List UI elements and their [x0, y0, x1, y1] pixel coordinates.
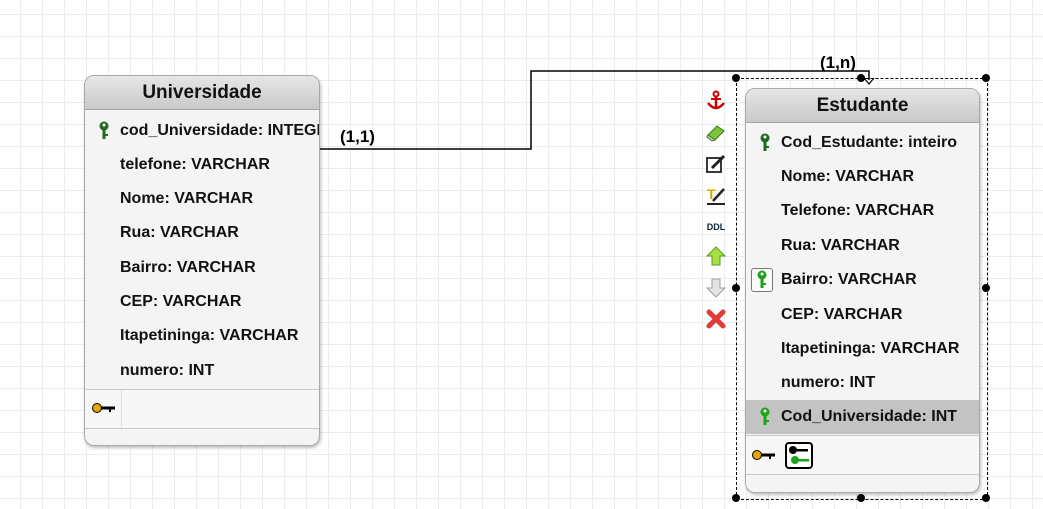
- field-label: CEP: VARCHAR: [120, 293, 242, 310]
- eraser-icon[interactable]: [705, 121, 727, 143]
- delete-icon[interactable]: [705, 308, 727, 330]
- field-label: Bairro: VARCHAR: [781, 271, 917, 288]
- field-label: CEP: VARCHAR: [781, 306, 903, 323]
- resize-handle[interactable]: [982, 284, 990, 292]
- field-row[interactable]: cod_Universidade: INTEGER: [85, 114, 319, 148]
- foreign-key-add-icon[interactable]: [785, 442, 813, 469]
- primary-key-icon: [99, 121, 109, 139]
- cardinality-target-label: (1,n): [820, 53, 856, 72]
- field-label: numero: INT: [120, 362, 215, 379]
- primary-key-icon: [760, 133, 770, 151]
- svg-text:T: T: [707, 186, 716, 202]
- field-label: Cod_Estudante: inteiro: [781, 134, 958, 151]
- field-row[interactable]: Cod_Estudante: inteiro: [746, 126, 979, 160]
- cardinality-source-label: (1,1): [340, 127, 375, 146]
- resize-handle[interactable]: [982, 74, 990, 82]
- field-label: Rua: VARCHAR: [120, 224, 239, 241]
- foreign-key-icon: [751, 268, 773, 292]
- entity-footer: [746, 435, 979, 475]
- field-label: Rua: VARCHAR: [781, 237, 900, 254]
- anchor-icon[interactable]: [705, 90, 727, 112]
- field-label: Itapetininga: VARCHAR: [781, 340, 960, 357]
- field-row[interactable]: numero: INT: [85, 354, 319, 388]
- ddl-icon[interactable]: DDL: [706, 222, 726, 232]
- field-row[interactable]: Itapetininga: VARCHAR: [85, 319, 319, 353]
- field-row[interactable]: Telefone: VARCHAR: [746, 194, 979, 228]
- field-row[interactable]: Nome: VARCHAR: [85, 182, 319, 216]
- field-label: Nome: VARCHAR: [781, 168, 915, 185]
- entity-universidade[interactable]: Universidade cod_Universidade: INTEGER t…: [84, 75, 320, 446]
- entity-estudante[interactable]: Estudante Cod_Estudante: inteiro Nome: V…: [745, 88, 980, 493]
- field-row[interactable]: Rua: VARCHAR: [746, 229, 979, 263]
- resize-handle[interactable]: [732, 74, 740, 82]
- field-row[interactable]: Bairro: VARCHAR: [85, 251, 319, 285]
- entity-title: Universidade: [85, 76, 319, 110]
- resize-handle[interactable]: [982, 494, 990, 502]
- field-row[interactable]: CEP: VARCHAR: [746, 298, 979, 332]
- field-label: Nome: VARCHAR: [120, 190, 254, 207]
- field-row[interactable]: Itapetininga: VARCHAR: [746, 332, 979, 366]
- resize-handle[interactable]: [857, 74, 865, 82]
- field-row[interactable]: Nome: VARCHAR: [746, 160, 979, 194]
- key-gold-icon[interactable]: [752, 448, 776, 462]
- field-label: Itapetininga: VARCHAR: [120, 327, 299, 344]
- resize-handle[interactable]: [732, 284, 740, 292]
- field-label: Bairro: VARCHAR: [120, 259, 256, 276]
- resize-handle[interactable]: [732, 494, 740, 502]
- field-row[interactable]: telefone: VARCHAR: [85, 148, 319, 182]
- entity-footer: [85, 389, 319, 429]
- field-label: telefone: VARCHAR: [120, 156, 270, 173]
- field-row[interactable]: Bairro: VARCHAR: [746, 263, 979, 297]
- edit-icon[interactable]: [705, 153, 727, 175]
- field-label: Cod_Universidade: INT: [781, 408, 958, 425]
- foreign-key-icon: [760, 407, 770, 425]
- field-row[interactable]: numero: INT: [746, 366, 979, 400]
- resize-handle[interactable]: [857, 494, 865, 502]
- field-label: Telefone: VARCHAR: [781, 202, 935, 219]
- field-row[interactable]: Rua: VARCHAR: [85, 216, 319, 250]
- rename-icon[interactable]: T: [705, 184, 727, 206]
- entity-title: Estudante: [746, 89, 979, 123]
- key-gold-icon[interactable]: [92, 401, 116, 415]
- field-label: numero: INT: [781, 374, 876, 391]
- move-up-icon[interactable]: [705, 245, 727, 267]
- field-row-selected[interactable]: Cod_Universidade: INT: [746, 400, 979, 434]
- field-row[interactable]: CEP: VARCHAR: [85, 285, 319, 319]
- move-down-icon[interactable]: [705, 277, 727, 299]
- field-label: cod_Universidade: INTEGER: [120, 122, 319, 139]
